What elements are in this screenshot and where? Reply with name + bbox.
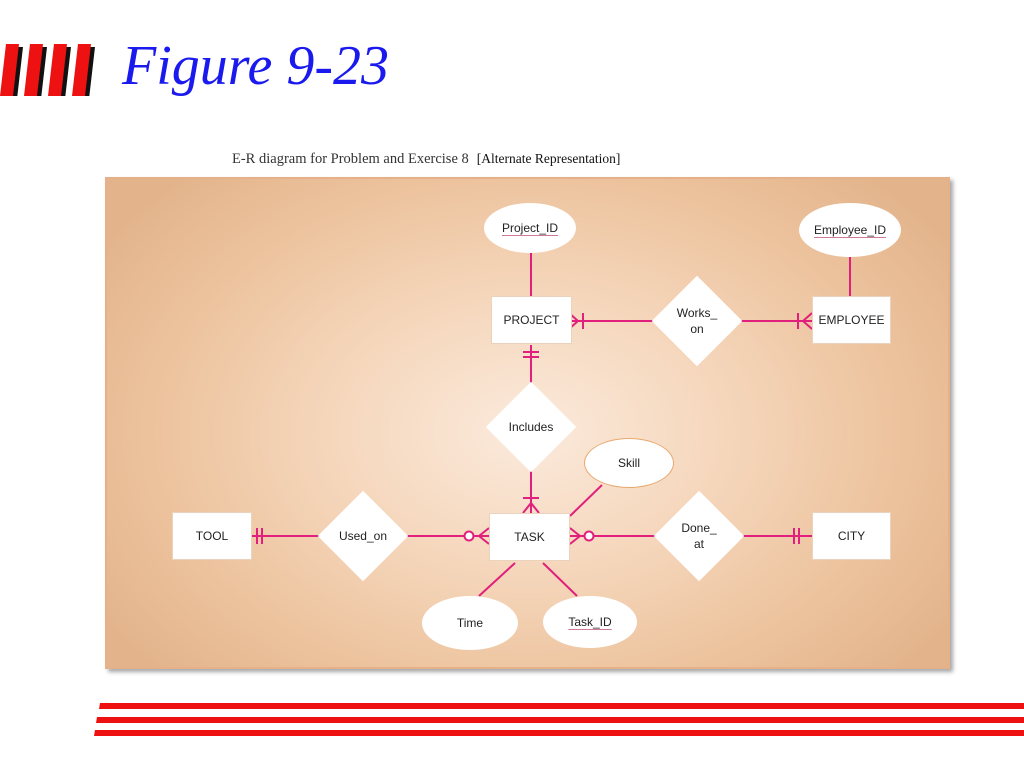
attr-skill: Skill bbox=[587, 441, 671, 485]
caption-text: E-R diagram for Problem and Exercise 8 bbox=[232, 151, 469, 167]
entity-project: PROJECT bbox=[491, 296, 572, 344]
crow-usedon-task bbox=[477, 527, 490, 545]
attr-task-id: Task_ID bbox=[543, 596, 637, 648]
caption-note: [Alternate Representation] bbox=[476, 151, 621, 166]
entity-employee: EMPLOYEE bbox=[812, 296, 891, 344]
line-task-id bbox=[542, 562, 578, 597]
rel-includes-label: Includes bbox=[508, 419, 554, 434]
rel-includes: Includes bbox=[485, 381, 577, 473]
attr-employee-id: Employee_ID bbox=[799, 203, 901, 257]
rel-done-at-label: Done_ at bbox=[681, 520, 717, 551]
attr-time: Time bbox=[422, 596, 518, 650]
crow-task-doneat bbox=[569, 527, 582, 545]
rel-used-on-label: Used_on bbox=[338, 528, 388, 543]
crow-includes-task bbox=[522, 501, 540, 514]
rel-used-on: Used_on bbox=[317, 490, 409, 582]
rel-works-on: Works_ on bbox=[651, 275, 743, 367]
line-time bbox=[478, 562, 516, 597]
attr-project-id: Project_ID bbox=[484, 203, 576, 253]
entity-city: CITY bbox=[812, 512, 891, 560]
crow-works-employee bbox=[801, 312, 813, 330]
rel-done-at: Done_ at bbox=[653, 490, 745, 582]
title-bullet-icon bbox=[0, 44, 95, 96]
slide-title: Figure 9-23 bbox=[122, 35, 389, 97]
figure-caption: E-R diagram for Problem and Exercise 8 [A… bbox=[232, 151, 620, 168]
entity-tool: TOOL bbox=[172, 512, 252, 560]
crow-project-works bbox=[568, 312, 580, 330]
entity-task: TASK bbox=[489, 513, 570, 561]
er-diagram: Project_ID Employee_ID Skill Time Task_I… bbox=[105, 177, 950, 669]
line-skill bbox=[569, 484, 603, 517]
rel-works-on-label: Works_ on bbox=[676, 305, 718, 336]
